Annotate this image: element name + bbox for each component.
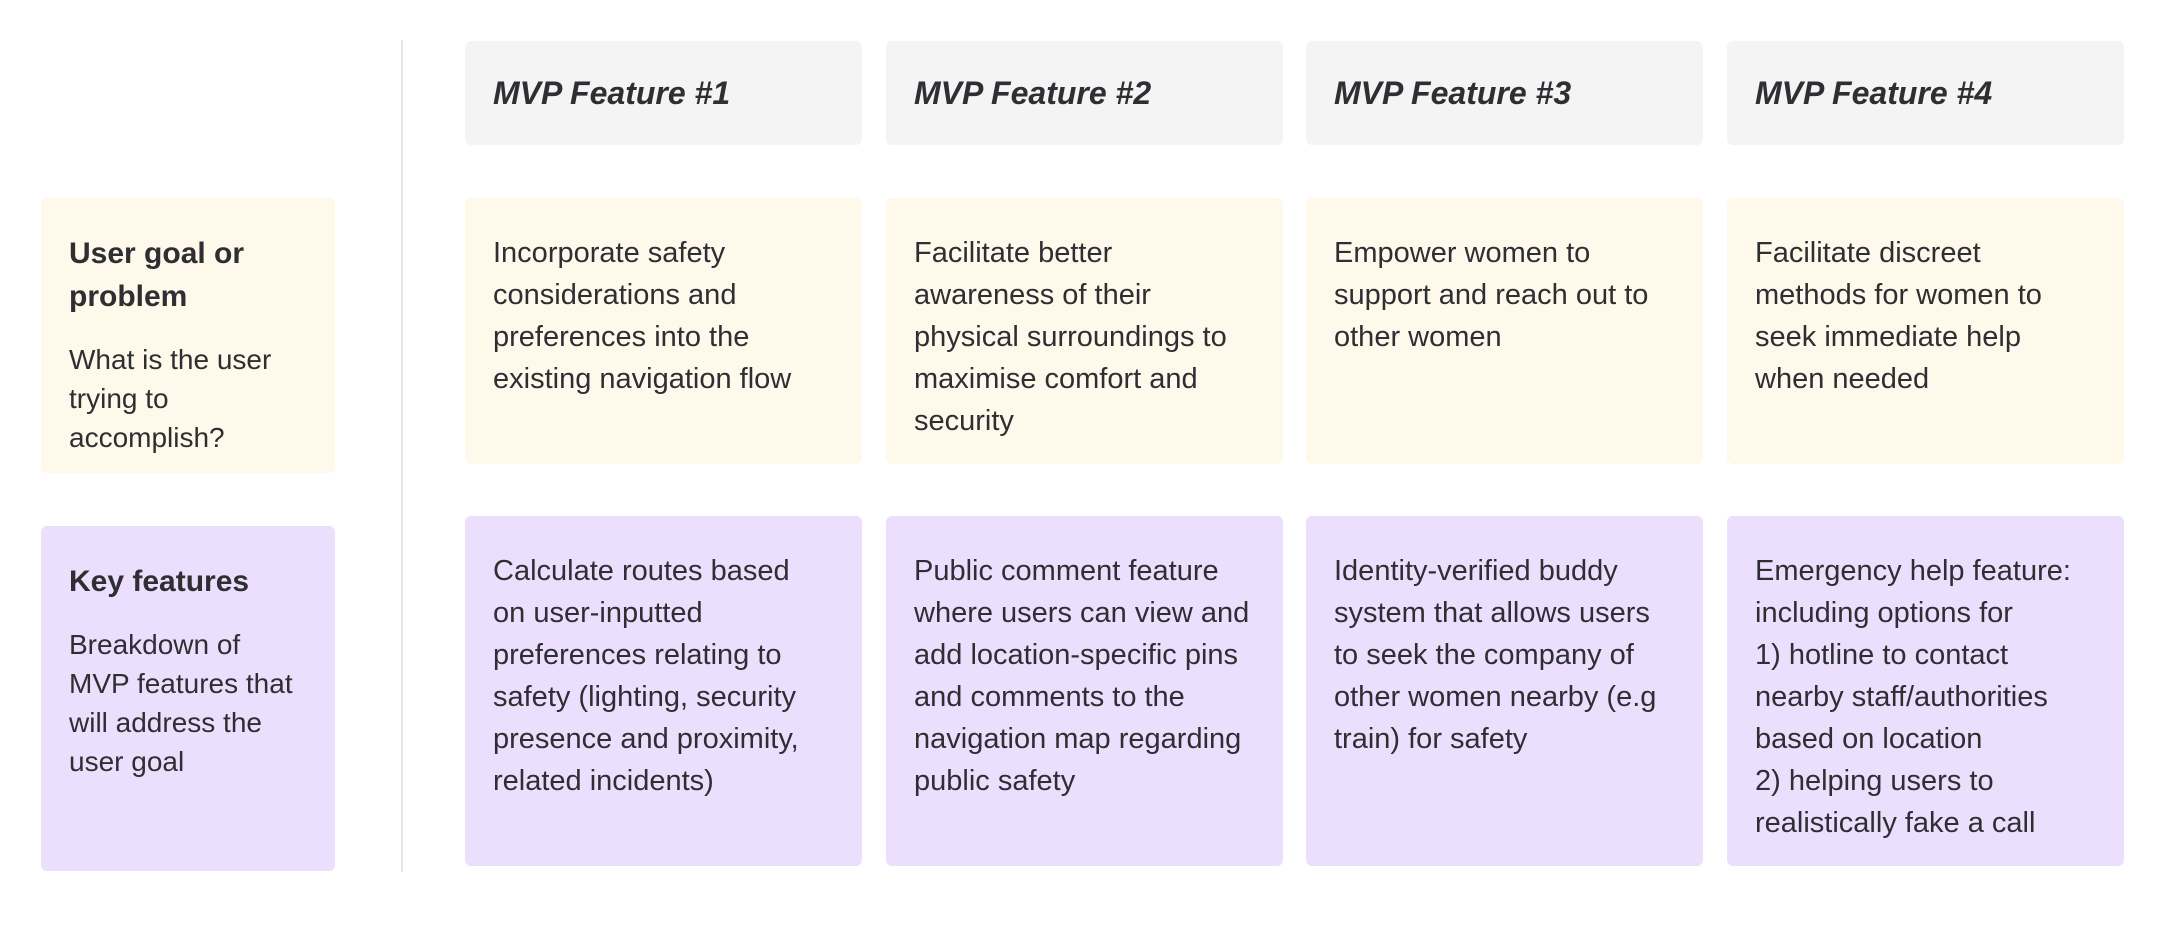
feature-text: Public comment feature where users can v… — [914, 555, 1250, 797]
feature-card-2: Public comment feature where users can v… — [886, 516, 1283, 866]
column-divider — [401, 40, 403, 872]
row-label-description: What is the user trying to accomplish? — [69, 344, 272, 453]
feature-card-1: Calculate routes based on user-inputted … — [465, 516, 862, 866]
goal-text: Empower women to support and reach out t… — [1334, 237, 1649, 353]
feature-text: Emergency help feature: including option… — [1755, 555, 2071, 839]
feature-header-3: MVP Feature #3 — [1306, 41, 1703, 145]
row-label-user-goal: User goal or problem What is the user tr… — [41, 198, 335, 473]
goal-card-1: Incorporate safety considerations and pr… — [465, 198, 862, 464]
goal-card-3: Empower women to support and reach out t… — [1306, 198, 1703, 464]
row-label-key-features: Key features Breakdown of MVP features t… — [41, 526, 335, 871]
goal-card-4: Facilitate discreet methods for women to… — [1727, 198, 2124, 464]
feature-card-3: Identity-verified buddy system that allo… — [1306, 516, 1703, 866]
feature-header-4: MVP Feature #4 — [1727, 41, 2124, 145]
feature-card-4: Emergency help feature: including option… — [1727, 516, 2124, 866]
feature-header-2: MVP Feature #2 — [886, 41, 1283, 145]
row-label-title: Key features — [69, 565, 250, 598]
feature-text: Identity-verified buddy system that allo… — [1334, 555, 1657, 755]
goal-card-2: Facilitate better awareness of their phy… — [886, 198, 1283, 464]
feature-header-label: MVP Feature #2 — [914, 74, 1152, 111]
feature-header-label: MVP Feature #3 — [1334, 74, 1572, 111]
row-label-title: User goal or problem — [69, 237, 245, 313]
goal-text: Facilitate better awareness of their phy… — [914, 237, 1227, 437]
row-label-description: Breakdown of MVP features that will addr… — [69, 629, 293, 777]
feature-header-1: MVP Feature #1 — [465, 41, 862, 145]
goal-text: Facilitate discreet methods for women to… — [1755, 237, 2042, 395]
feature-header-label: MVP Feature #4 — [1755, 74, 1993, 111]
feature-header-label: MVP Feature #1 — [493, 74, 731, 111]
goal-text: Incorporate safety considerations and pr… — [493, 237, 792, 395]
feature-text: Calculate routes based on user-inputted … — [493, 555, 799, 797]
